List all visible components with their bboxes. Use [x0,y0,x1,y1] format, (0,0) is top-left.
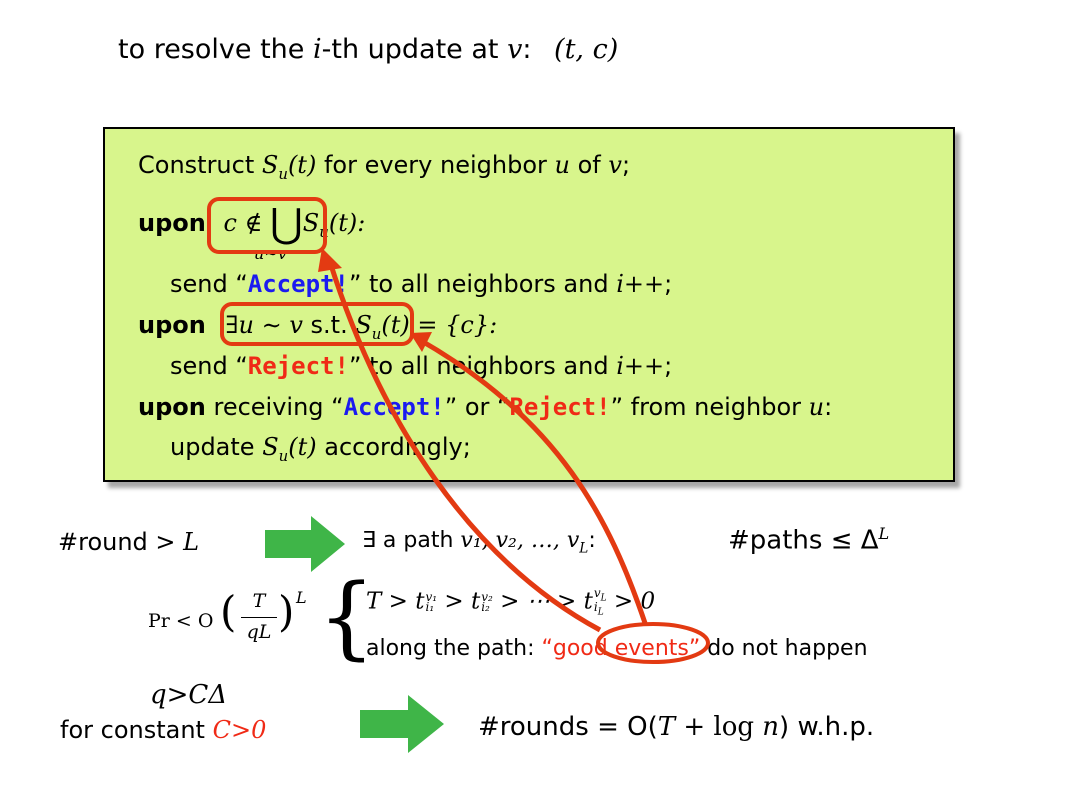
title-pair: (t, c) [554,34,619,65]
green-arrow-1 [265,516,345,572]
round-condition: #round > L [58,528,200,556]
exists-path: ∃ a path v₁, v₂, …, vL: [362,528,596,557]
for-constant: for constant C>0 [60,716,267,744]
left-brace: { [318,565,376,670]
slide-title: to resolve the i-th update at v: (t, c) [118,34,619,65]
rounds-result: #rounds = O(T + log n) w.h.p. [478,712,875,742]
paren-open: ( [220,587,237,636]
arrowhead-notin [318,248,342,272]
algo-line-send-reject: send “Reject!” to all neighbors and i++; [170,352,673,380]
frac-numerator: T [252,590,266,612]
frac-denominator: qL [246,621,272,643]
arrowhead-exists [410,332,432,352]
algo-line-construct: Construct Su(t) for every neighbor u of … [138,151,631,183]
curve-arrow-to-notin [327,261,602,633]
algo-line-upon-notin: upon c ∉ ⋃Su(t): [138,201,366,247]
algo-line-upon-receiving: upon receiving “Accept!” or “Reject!” fr… [138,393,833,421]
algo-line-update: update Su(t) accordingly; [170,433,471,465]
highlight-good-events [596,622,710,664]
highlight-exists-box [220,302,414,346]
q-condition: q>CΔ [150,680,228,710]
algo-line-upon-exists: upon ∃u ∼ v s.t. Su(t) = {c}: [138,311,498,343]
green-arrow-2 [360,695,444,753]
frac-bar [241,617,277,618]
power-L: L [296,588,307,607]
paren-close: ) [278,587,295,636]
highlight-notin-box [207,197,327,254]
paths-bound: #paths ≤ ΔL [728,524,890,556]
curve-arrow-to-exists [418,337,648,624]
probability-bound: Pr < O [148,610,214,632]
algo-line-send-accept: send “Accept!” to all neighbors and i++; [170,270,673,298]
